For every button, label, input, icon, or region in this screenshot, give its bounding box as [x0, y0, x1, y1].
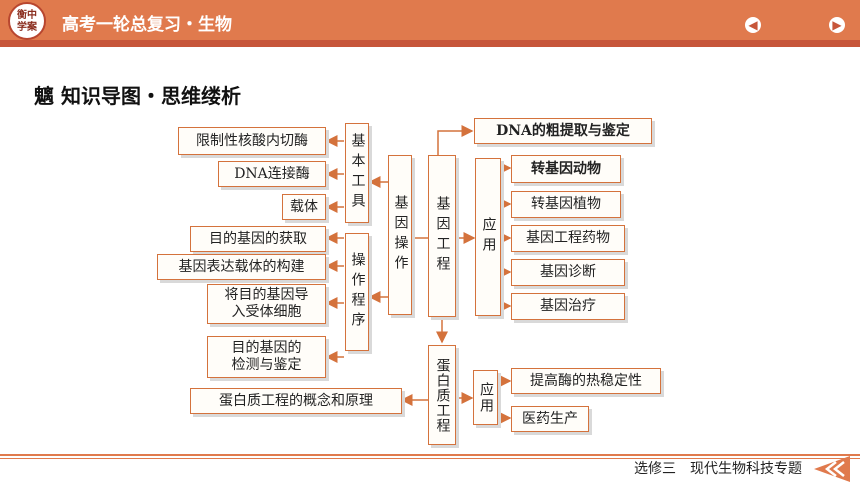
tool-item: 限制性核酸内切酶: [178, 127, 326, 155]
chevron-left-icon[interactable]: ◀: [745, 17, 761, 33]
protein-engineering-node: 蛋白质工程: [428, 345, 456, 445]
section-title: 魑 知识导图・思维缕析: [34, 80, 241, 109]
procedure-step: 将目的基因导 入受体细胞: [207, 284, 326, 324]
footer-divider: [0, 458, 860, 459]
logo-text: 衡中 学案: [17, 10, 37, 33]
application-node: 应用: [475, 158, 501, 316]
header-title: 高考一轮总复习・生物: [62, 15, 232, 35]
tool-item: 载体: [282, 194, 326, 220]
gene-operation-node: 基因操作: [388, 155, 412, 315]
procedure-node: 操作程序: [345, 233, 369, 351]
application-item: 转基因动物: [511, 155, 621, 183]
application-item: 转基因植物: [511, 191, 621, 218]
header-bar: 衡中 学案 高考一轮总复习・生物 ◀ ▶: [0, 0, 860, 47]
footer: 选修三 现代生物科技专题: [0, 450, 860, 484]
chevron-right-icon[interactable]: ▶: [829, 17, 845, 33]
protein-application-node: 应用: [473, 370, 498, 425]
double-chevron-left-icon[interactable]: [812, 456, 852, 482]
procedure-step: 目的基因的 检测与鉴定: [207, 336, 326, 378]
tool-item: DNA连接酶: [218, 161, 326, 187]
protein-concept-node: 蛋白质工程的概念和原理: [190, 388, 402, 414]
protein-application-item: 医药生产: [511, 406, 589, 432]
header-stripe: [0, 40, 860, 47]
application-item: 基因工程药物: [511, 225, 625, 252]
procedure-step: 基因表达载体的构建: [157, 254, 326, 280]
procedure-step: 目的基因的获取: [190, 226, 326, 252]
logo: 衡中 学案: [8, 2, 46, 40]
application-item: 基因诊断: [511, 259, 625, 286]
application-item: 基因治疗: [511, 293, 625, 320]
footer-divider: [0, 454, 860, 456]
section-icon: 魑: [34, 84, 54, 108]
basic-tools-node: 基本工具: [345, 123, 369, 223]
dna-extraction-node: DNA的粗提取与鉴定: [474, 118, 652, 144]
protein-application-item: 提高酶的热稳定性: [511, 368, 661, 394]
root-node: 基因工程: [428, 155, 456, 317]
footer-text: 选修三 现代生物科技专题: [634, 461, 802, 477]
section-title-text: 知识导图・思维缕析: [60, 84, 241, 108]
